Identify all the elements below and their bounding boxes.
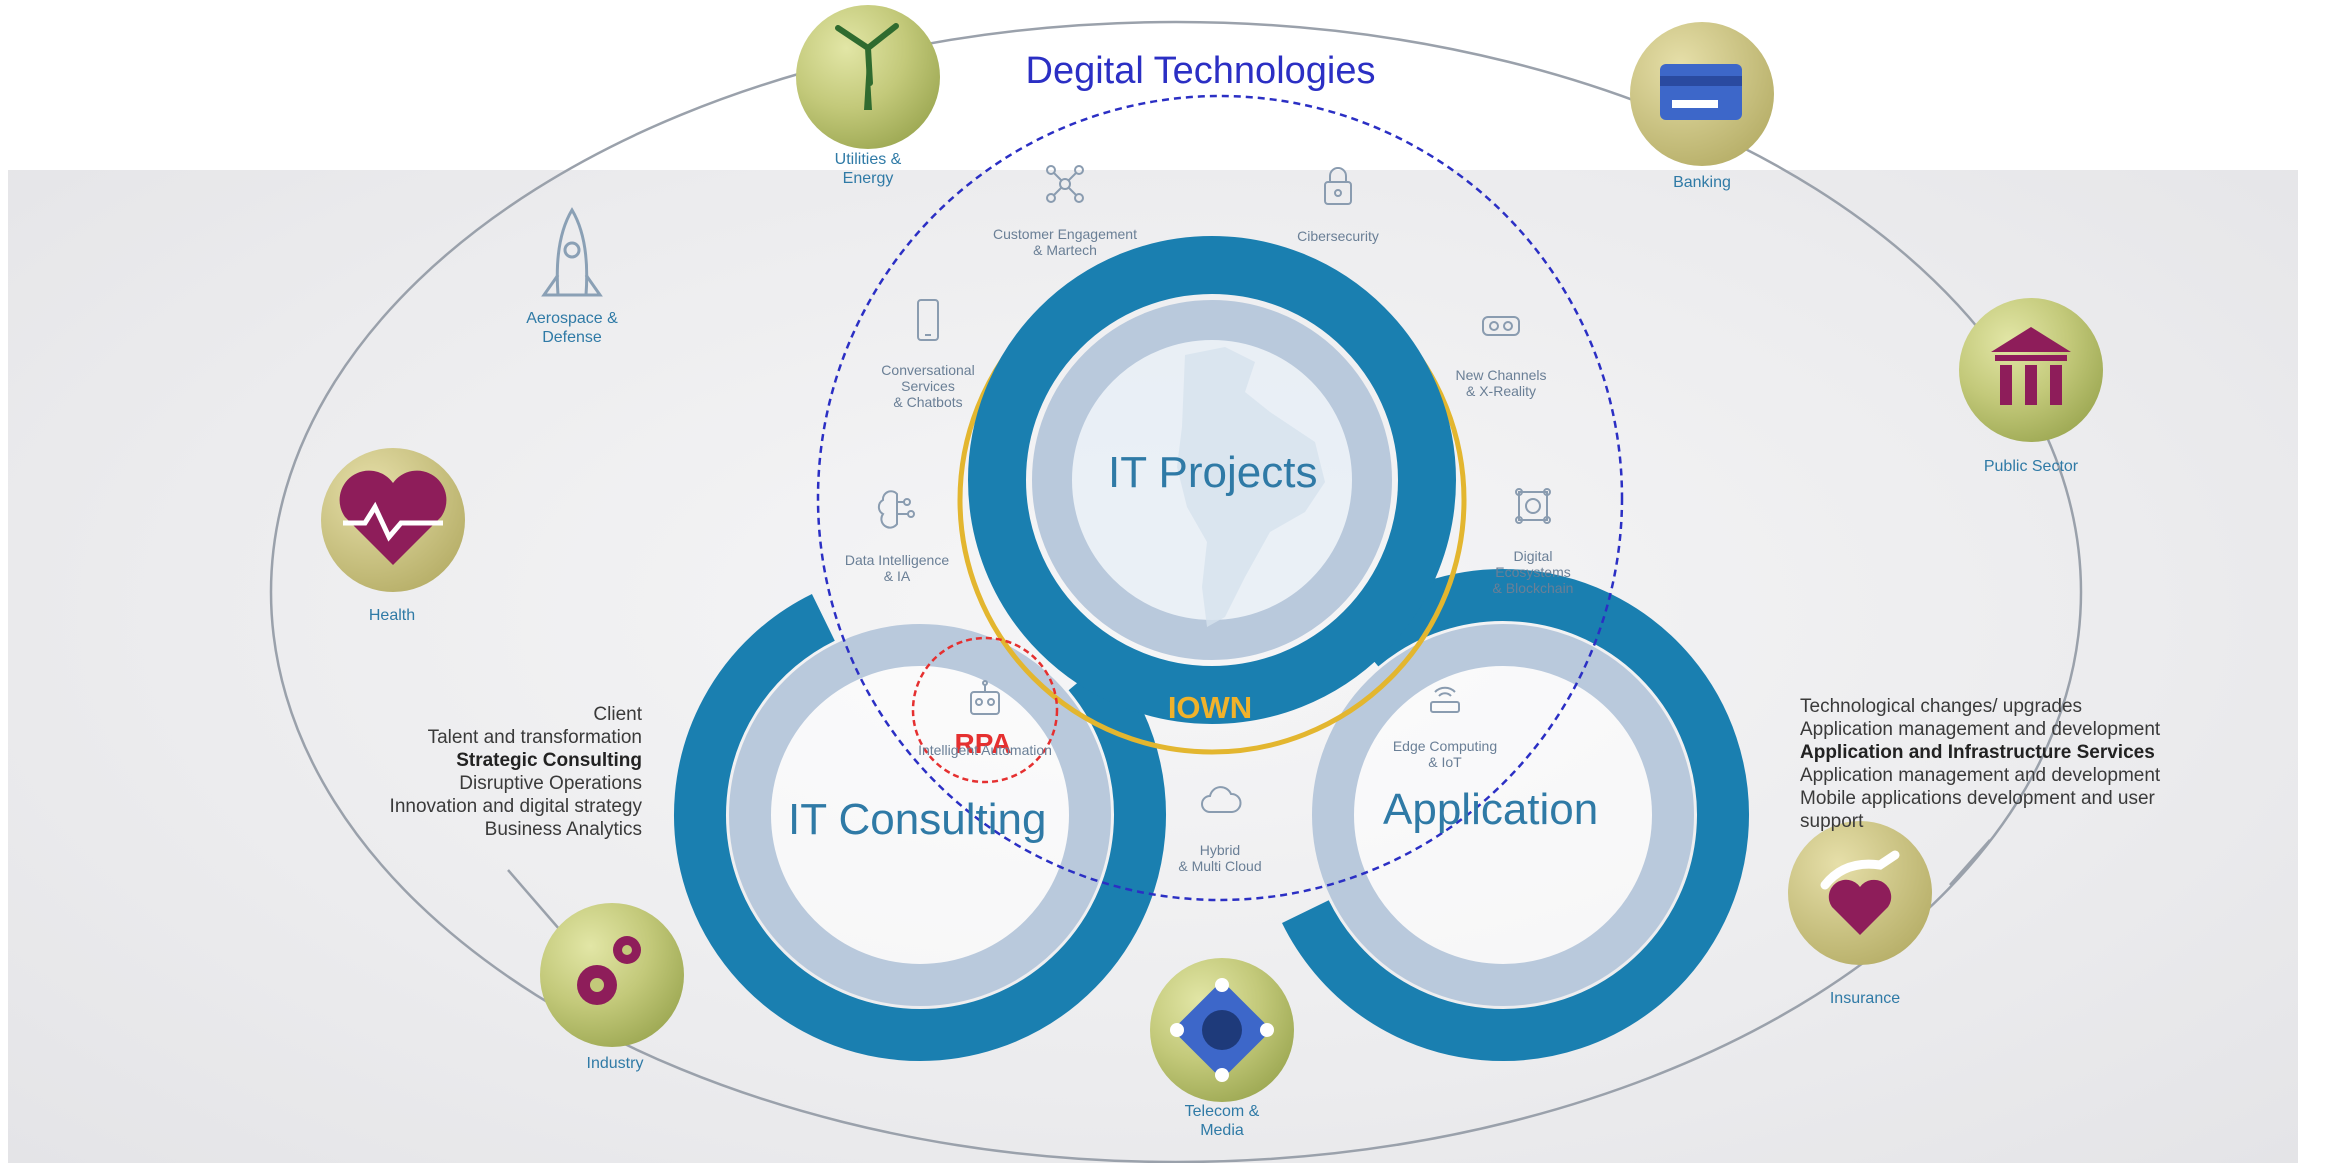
tech-data-intelligence: Data Intelligence & IA [832,472,962,584]
consulting-service-item: Talent and transformation [427,727,642,748]
it-projects-label: IT Projects [1108,448,1318,497]
application-service-item: Application management and development [1800,719,2161,740]
cloud-icon [1201,786,1242,813]
tech-intelligent-automation: Intelligent Automation [905,662,1065,758]
consulting-service-item: Business Analytics [484,819,642,840]
americas-map [1177,347,1325,627]
industry-telecom: Telecom & Media [1184,1103,1260,1139]
health-badge [321,448,465,592]
industry-banking: Banking [1673,174,1731,191]
public-sector-badge [1959,298,2103,442]
consulting-service-item: Strategic Consulting [456,750,642,771]
banking-badge [1630,22,1774,166]
insurance-badge [1788,821,1932,965]
application-ring [1257,569,1749,1061]
industry-badge [540,903,684,1047]
application-service-item: Application and Infrastructure Services [1800,742,2155,763]
smartphone-icon [917,299,939,341]
brain-icon [877,490,915,529]
industry-orbit [270,20,2082,1163]
aerospace-badge [541,207,603,297]
consulting-service-item: Client [593,704,642,725]
tech-conversational: Conversational Services & Chatbots [863,282,993,410]
consulting-connector [507,869,561,931]
robot-icon [970,680,1000,715]
it-projects-ring [968,236,1456,724]
application-service-item: support [1800,811,1864,832]
digital-technologies-circle [816,94,1624,902]
industry-industry: Industry [586,1055,644,1072]
utilities-badge [796,5,940,149]
tech-digital-ecosystems: Digital Ecosystems & Blockchain [1473,468,1593,596]
tech-cibersecurity: Cibersecurity [1273,148,1403,244]
tech-edge-computing: Edge Computing & IoT [1375,658,1515,770]
application-services-list: Technological changes/ upgrades Applicat… [1800,695,2160,833]
application-service-item: Technological changes/ upgrades [1800,696,2083,717]
application-label: Application [1383,785,1599,834]
industry-aerospace: Aerospace & Defense [526,310,618,346]
tech-new-channels: New Channels & X-Reality [1436,287,1566,399]
vr-headset-icon [1482,316,1520,336]
application-service-item: Application management and development [1800,765,2161,786]
iown-label: IOWN [1167,690,1253,725]
consulting-service-item: Innovation and digital strategy [389,796,642,817]
industry-insurance: Insurance [1829,990,1901,1007]
application-connector [1949,839,1991,886]
industry-health: Health [368,607,416,624]
wifi-router-icon [1430,686,1460,713]
tech-hybrid-cloud: Hybrid & Multi Cloud [1160,762,1280,874]
application-service-item: Mobile applications development and user [1800,788,2155,809]
industry-public-sector: Public Sector [1983,458,2079,475]
page-title: Degital Technologies [1025,50,1376,92]
tech-customer-engagement: Customer Engagement & Martech [975,146,1155,258]
telecom-badge [1150,958,1294,1102]
consulting-service-item: Disruptive Operations [459,773,642,794]
rpa-circle [911,636,1059,784]
consulting-services-list: Client Talent and transformation Strateg… [390,703,642,841]
blockchain-icon [1515,488,1551,524]
it-consulting-label: IT Consulting [788,795,1047,844]
network-nodes-icon [1046,165,1084,203]
padlock-icon [1324,167,1352,205]
it-consulting-ring [674,569,1166,1061]
rpa-label: RPA [954,728,1012,759]
industry-utilities: Utilities & Energy [834,151,902,187]
